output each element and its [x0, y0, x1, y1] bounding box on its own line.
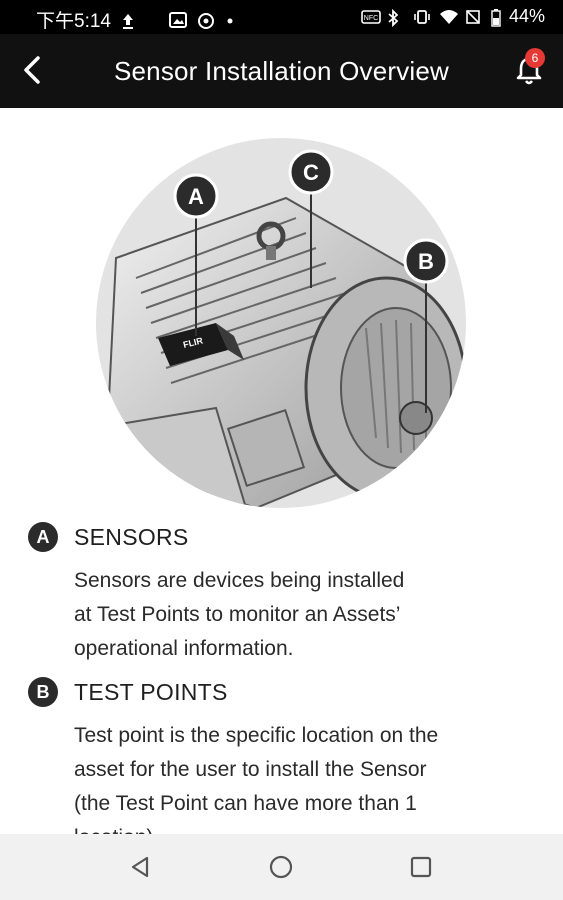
sensor-brand-label: FLIR	[182, 335, 204, 350]
bluetooth-icon	[387, 8, 405, 27]
app-bar: Sensor Installation Overview 6	[0, 34, 563, 108]
circle-home-icon	[269, 855, 293, 879]
status-time: 下午5:14	[36, 11, 111, 32]
sync-icon	[197, 12, 215, 29]
section-title: SENSORS	[74, 523, 189, 550]
callout-C: C	[288, 149, 334, 195]
back-button[interactable]	[14, 50, 54, 90]
callout-A: A	[173, 173, 219, 219]
status-right: NFC 44%	[361, 6, 545, 27]
section-marker: A	[28, 522, 58, 552]
callout-lines	[195, 190, 427, 413]
body-line: (the Test Point can have more than 1	[74, 792, 417, 815]
square-recents-icon	[410, 856, 432, 878]
content-area: FLIR A C B A SENSORS Sensors are devices…	[0, 108, 563, 834]
section-body: Test point is the specific location on t…	[74, 719, 528, 834]
body-line: at Test Points to monitor an Assets’	[74, 603, 401, 626]
callout-B: B	[403, 238, 449, 284]
battery-percent: 44%	[508, 6, 545, 26]
section-header: A SENSORS	[28, 522, 528, 552]
image-icon	[168, 11, 187, 28]
nav-home-button[interactable]	[264, 850, 298, 884]
body-line: asset for the user to install the Sensor	[74, 758, 427, 781]
notification-badge: 6	[525, 48, 545, 68]
upload-icon	[121, 12, 139, 29]
svg-text:C: C	[303, 160, 319, 185]
section-marker: B	[28, 677, 58, 707]
dot-icon	[225, 12, 243, 28]
status-left: 下午5:14	[36, 6, 243, 33]
wifi-icon	[439, 9, 458, 25]
triangle-back-icon	[131, 856, 149, 878]
no-signal-icon	[465, 9, 483, 25]
body-line: location).	[74, 821, 528, 834]
body-line: Test point is the specific location on t…	[74, 724, 439, 747]
nav-back-button[interactable]	[124, 850, 158, 884]
section-test-points: B TEST POINTS Test point is the specific…	[28, 677, 528, 834]
battery-icon	[491, 8, 501, 27]
body-line: Sensors are devices being installed	[74, 569, 405, 592]
svg-text:A: A	[188, 184, 204, 209]
svg-text:B: B	[418, 249, 434, 274]
body-line: operational information.	[74, 637, 294, 660]
flir-sensor: FLIR	[158, 323, 244, 366]
status-bar: 下午5:14 NFC 44%	[0, 0, 563, 34]
svg-text:NFC: NFC	[364, 15, 378, 22]
motor-illustration: FLIR A C B	[96, 138, 466, 508]
section-sensors: A SENSORS Sensors are devices being inst…	[28, 522, 528, 666]
nfc-icon: NFC	[361, 9, 381, 25]
nav-recents-button[interactable]	[404, 850, 438, 884]
test-point-shaft	[399, 401, 433, 435]
notifications-button[interactable]: 6	[509, 48, 549, 90]
section-header: B TEST POINTS	[28, 677, 528, 707]
chevron-left-icon	[24, 56, 40, 84]
vibrate-icon	[413, 9, 431, 25]
section-title: TEST POINTS	[74, 678, 228, 705]
page-title: Sensor Installation Overview	[113, 56, 450, 86]
system-nav-bar	[0, 834, 563, 900]
section-body: Sensors are devices being installed at T…	[74, 564, 528, 666]
